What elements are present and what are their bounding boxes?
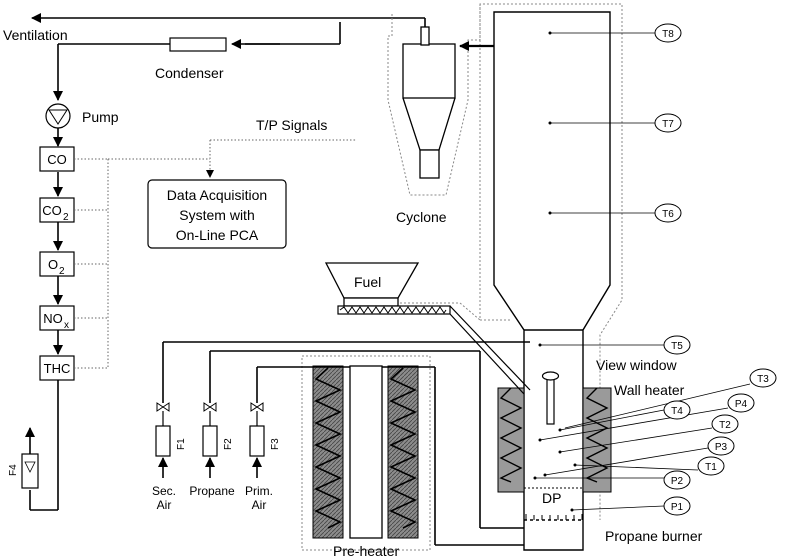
sensor-tag-t1: T1	[697, 456, 725, 476]
daq-line-2: System with	[179, 207, 254, 223]
distributor-plate	[525, 514, 583, 520]
svg-text:T6: T6	[662, 209, 674, 220]
svg-text:T7: T7	[662, 119, 674, 130]
svg-text:P4: P4	[735, 399, 748, 410]
wall-heater-right	[582, 387, 612, 493]
f3-label: F3	[270, 438, 281, 450]
o2-label: O	[48, 257, 58, 272]
data-acquisition-box	[147, 179, 287, 249]
cyclone-unit	[402, 26, 456, 179]
fuel-label: Fuel	[354, 274, 381, 290]
svg-text:T2: T2	[719, 420, 731, 431]
sensor-tag-p2: P2	[663, 470, 691, 490]
svg-text:T1: T1	[705, 462, 717, 473]
sensor-tag-t3: T3	[749, 368, 777, 388]
svg-text:T3: T3	[757, 374, 769, 385]
nox-subscript: x	[64, 320, 69, 331]
sensor-tag-p4: P4	[727, 393, 755, 413]
sensor-tag-t6: T6	[654, 203, 682, 223]
sec-air-label-1: Sec.	[152, 484, 176, 498]
tp-signals-label: T/P Signals	[256, 117, 327, 133]
co2-label: CO	[42, 203, 62, 218]
svg-text:P2: P2	[671, 476, 684, 487]
nox-label: NO	[43, 311, 63, 326]
sensor-tag-t8: T8	[654, 23, 682, 43]
pump-icon	[45, 103, 71, 129]
pump-label: Pump	[82, 109, 119, 125]
f1-label: F1	[176, 438, 187, 450]
prim-air-label-1: Prim.	[245, 484, 273, 498]
svg-text:P3: P3	[715, 442, 728, 453]
view-window-label: View window	[596, 357, 678, 373]
co2-subscript: 2	[63, 212, 69, 223]
valve-f3	[249, 402, 265, 478]
sensor-tag-t5: T5	[663, 335, 691, 355]
svg-text:T4: T4	[671, 406, 683, 417]
pre-heater-label: Pre-heater	[333, 543, 399, 559]
analyzer-signal-bus	[74, 139, 355, 369]
wall-heater-left	[497, 387, 525, 493]
prim-air-label-2: Air	[252, 498, 267, 512]
condenser-label: Condenser	[155, 65, 224, 81]
f4-label: F4	[8, 464, 19, 476]
fuel-hopper	[324, 262, 420, 307]
dp-label: DP	[542, 490, 561, 506]
analyzer-train-lines	[30, 128, 63, 511]
daq-line-1: Data Acquisition	[167, 187, 267, 203]
exhaust-lines	[31, 13, 426, 101]
svg-text:T5: T5	[671, 341, 683, 352]
f2-label: F2	[223, 438, 234, 450]
insulation-outline-left	[479, 4, 510, 321]
screw-feeder	[337, 300, 531, 395]
svg-text:T8: T8	[662, 29, 674, 40]
valve-f2	[202, 402, 218, 478]
thc-label: THC	[44, 361, 71, 376]
pre-heater	[312, 365, 419, 539]
sensor-tag-p3: P3	[707, 436, 735, 456]
sensor-tag-t7: T7	[654, 113, 682, 133]
sensor-tag-p1: P1	[663, 496, 691, 516]
preheater-outline	[301, 355, 431, 551]
sensor-tag-t4: T4	[663, 400, 691, 420]
propane-label: Propane	[189, 484, 235, 498]
propane-burner-label: Propane burner	[605, 528, 703, 544]
svg-text:P1: P1	[671, 502, 684, 513]
wall-heater-label: Wall heater	[614, 382, 685, 398]
view-window	[541, 371, 560, 425]
sec-air-label-2: Air	[157, 498, 172, 512]
daq-line-3: On-Line PCA	[176, 227, 259, 243]
insulation-outline	[387, 3, 623, 520]
co2-analyzer	[39, 197, 75, 223]
sensor-tag-t2: T2	[711, 414, 739, 434]
nox-analyzer	[39, 305, 75, 331]
ventilation-label: Ventilation	[3, 27, 68, 43]
co-label: CO	[47, 152, 67, 167]
condenser-unit	[169, 37, 227, 52]
sensor-leaders	[535, 32, 751, 511]
valve-f1	[155, 402, 171, 478]
gas-supply-lines	[162, 341, 530, 546]
signal-arrow-icon	[206, 170, 214, 178]
flowmeter-f4	[21, 427, 39, 510]
cyclone-label: Cyclone	[396, 209, 447, 225]
sensor-points	[533, 31, 577, 512]
o2-subscript: 2	[59, 266, 65, 277]
reactor-column	[493, 11, 611, 551]
